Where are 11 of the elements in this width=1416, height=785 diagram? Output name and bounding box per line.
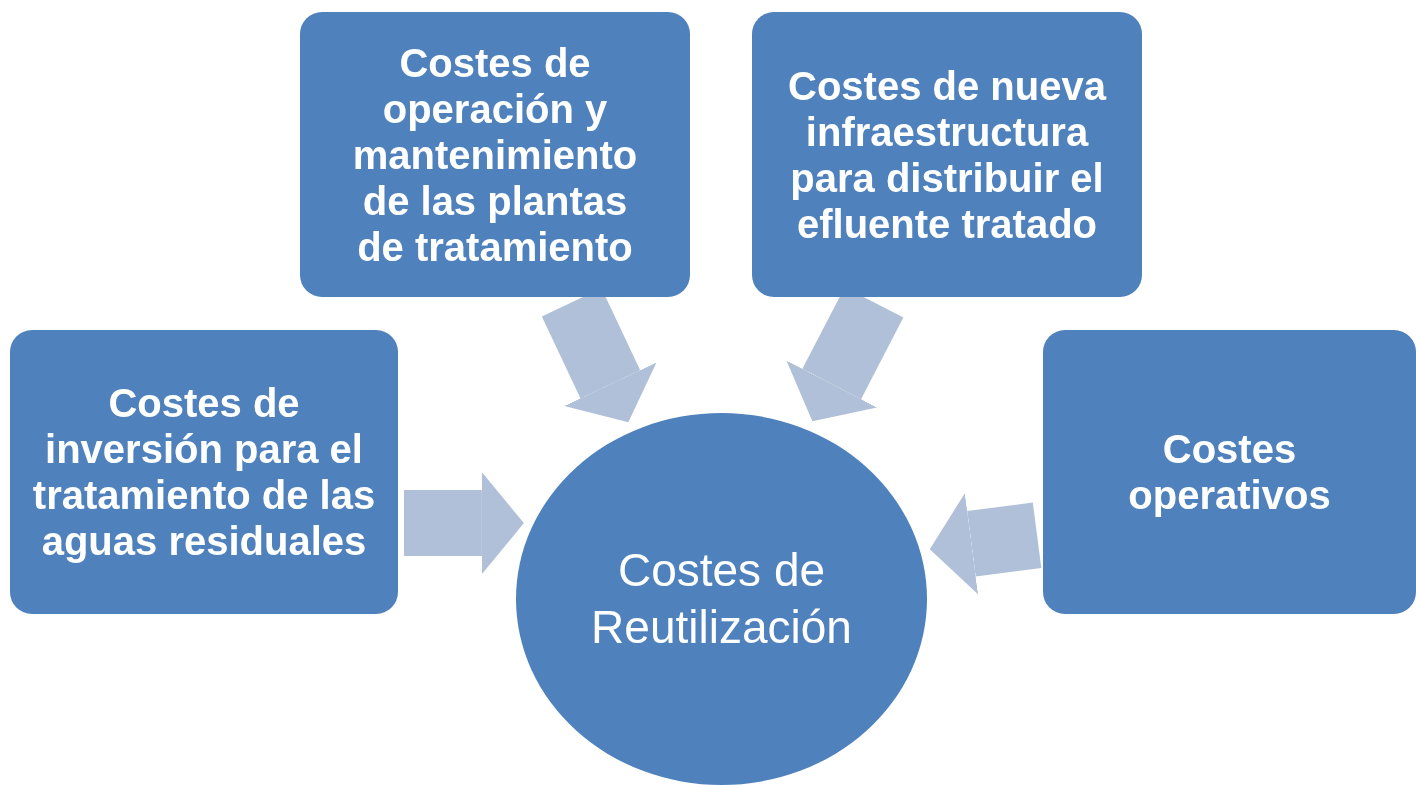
box-label: Costes de operación y mantenimiento de las plantas de tratamiento [351,39,639,270]
box-label: Costes de inversión para el tratamiento de las aguas residuales [31,380,377,564]
cost-box [1043,330,1416,614]
block-arrow [929,493,1042,595]
box-label: Costes operativos [1127,426,1332,518]
cost-box [752,12,1142,297]
cost-box [300,12,690,297]
box-label: Costes de nueva infraestructura para distribuir el efluente tratado [787,62,1108,247]
circle-label: Costes de Reutilización [590,542,853,655]
cost-box [10,330,398,614]
block-arrow [404,472,524,575]
